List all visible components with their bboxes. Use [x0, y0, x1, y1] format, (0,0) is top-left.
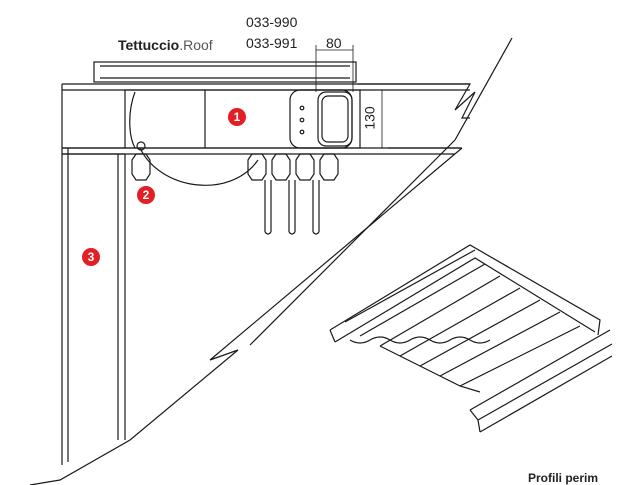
brand-suffix: .Roof: [179, 37, 213, 53]
footer-caption: Profili perim: [528, 471, 599, 485]
brand-name: Tettuccio: [118, 37, 180, 53]
roof-panel-isometric: [329, 244, 613, 433]
product-code-bottom: 033-991: [246, 35, 298, 51]
callout-3-badge: 3: [82, 248, 100, 266]
brand-label: Tettuccio.Roof: [118, 37, 213, 53]
dimension-height-label: 130: [361, 106, 378, 130]
callout-2-badge: 2: [137, 186, 155, 204]
dimension-width-label: 80: [326, 35, 342, 51]
callout-1-badge: 1: [228, 108, 246, 126]
carriage-hooks: [131, 141, 339, 235]
product-code-top: 033-990: [246, 14, 298, 30]
roof-top-profile: [93, 61, 357, 83]
